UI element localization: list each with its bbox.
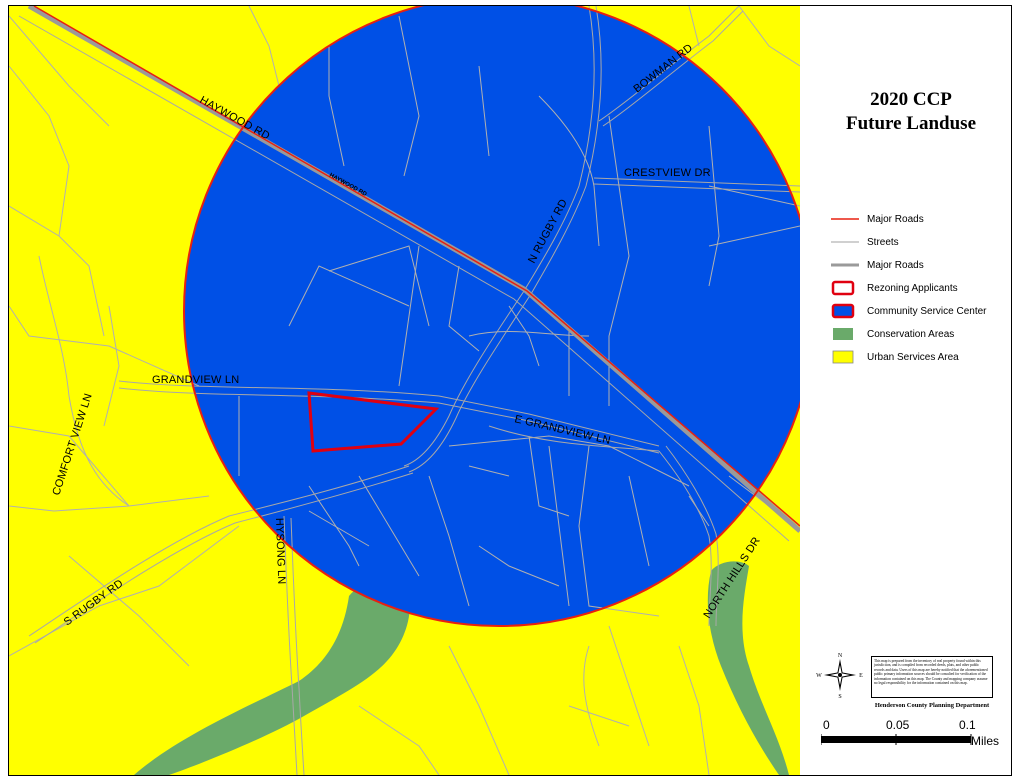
scale-unit: Miles (971, 734, 1000, 748)
north-letter: N (838, 653, 843, 659)
legend-item-urban-services: Urban Services Area (831, 349, 959, 365)
legend-label: Urban Services Area (867, 351, 959, 363)
south-letter: S (838, 694, 841, 699)
community-service-center-outline (183, 6, 800, 627)
crestview-dr-road (593, 177, 800, 193)
legend-label: Community Service Center (867, 305, 987, 317)
n-rugby-rd-road (403, 6, 602, 473)
legend-label: Streets (867, 236, 899, 248)
yellow-box-symbol (832, 350, 854, 364)
scale-tick-1: 0.05 (886, 718, 910, 732)
legend-item-conservation: Conservation Areas (831, 326, 954, 342)
west-letter: W (816, 673, 822, 679)
title-line-1: 2020 CCP (870, 89, 952, 110)
haywood-rd-major-road (18, 6, 800, 542)
red-outline-box-symbol (831, 280, 855, 296)
legend-label: Conservation Areas (867, 328, 955, 340)
map-layout-frame: HAYWOOD RD HAYWOOD RD BOWMAN RD CRESTVIE… (8, 5, 1012, 776)
bowman-rd-road (598, 6, 744, 127)
legend-item-rezoning: Rezoning Applicants (831, 280, 958, 296)
green-box-symbol (833, 328, 853, 340)
legend-item-major-roads-gray: Major Roads (831, 257, 924, 273)
east-letter: E (859, 673, 863, 679)
scale-tick-2: 0.1 (959, 718, 976, 732)
legend-label: Rezoning Applicants (867, 282, 958, 294)
title-line-2: Future Landuse (845, 113, 977, 134)
gray-thick-line-symbol (831, 263, 859, 267)
hysong-s-rugby-road (28, 425, 660, 775)
red-line-symbol (831, 218, 859, 220)
north-arrow-icon: N S E W (816, 651, 864, 700)
north-hills-dr-road (658, 445, 719, 627)
legend-item-streets: Streets (831, 234, 899, 250)
scale-bar-graphic (821, 734, 972, 745)
scale-tick-0: 0 (823, 718, 830, 732)
street-network (9, 6, 800, 775)
blue-red-box-symbol (831, 303, 855, 319)
rezoning-applicant-parcel[interactable] (307, 391, 440, 453)
disclaimer-box: This map is prepared from the inventory … (871, 656, 993, 698)
legend-label: Major Roads (867, 213, 924, 225)
map-canvas[interactable]: HAYWOOD RD HAYWOOD RD BOWMAN RD CRESTVIE… (9, 6, 800, 775)
gray-line-symbol (831, 241, 859, 243)
map-svg: HAYWOOD RD HAYWOOD RD BOWMAN RD CRESTVIE… (9, 6, 800, 775)
map-title: 2020 CCP Future Landuse (821, 88, 1001, 136)
conservation-area-west (134, 583, 410, 775)
label-grandview-ln: GRANDVIEW LN (152, 374, 239, 386)
legend-item-major-roads-red: Major Roads (831, 211, 924, 227)
legend-item-community-service-center: Community Service Center (831, 303, 986, 319)
legend-label: Major Roads (867, 259, 924, 271)
scale-bar: 0 0.05 0.1 Miles (821, 718, 1011, 758)
label-crestview-dr: CRESTVIEW DR (624, 167, 711, 179)
department-name: Henderson County Planning Department (874, 702, 990, 709)
community-service-center-area (184, 6, 800, 626)
conservation-area-east (707, 561, 789, 775)
grandview-ln-road (118, 380, 660, 454)
label-hysong-ln: HYSONG LN (273, 518, 287, 585)
